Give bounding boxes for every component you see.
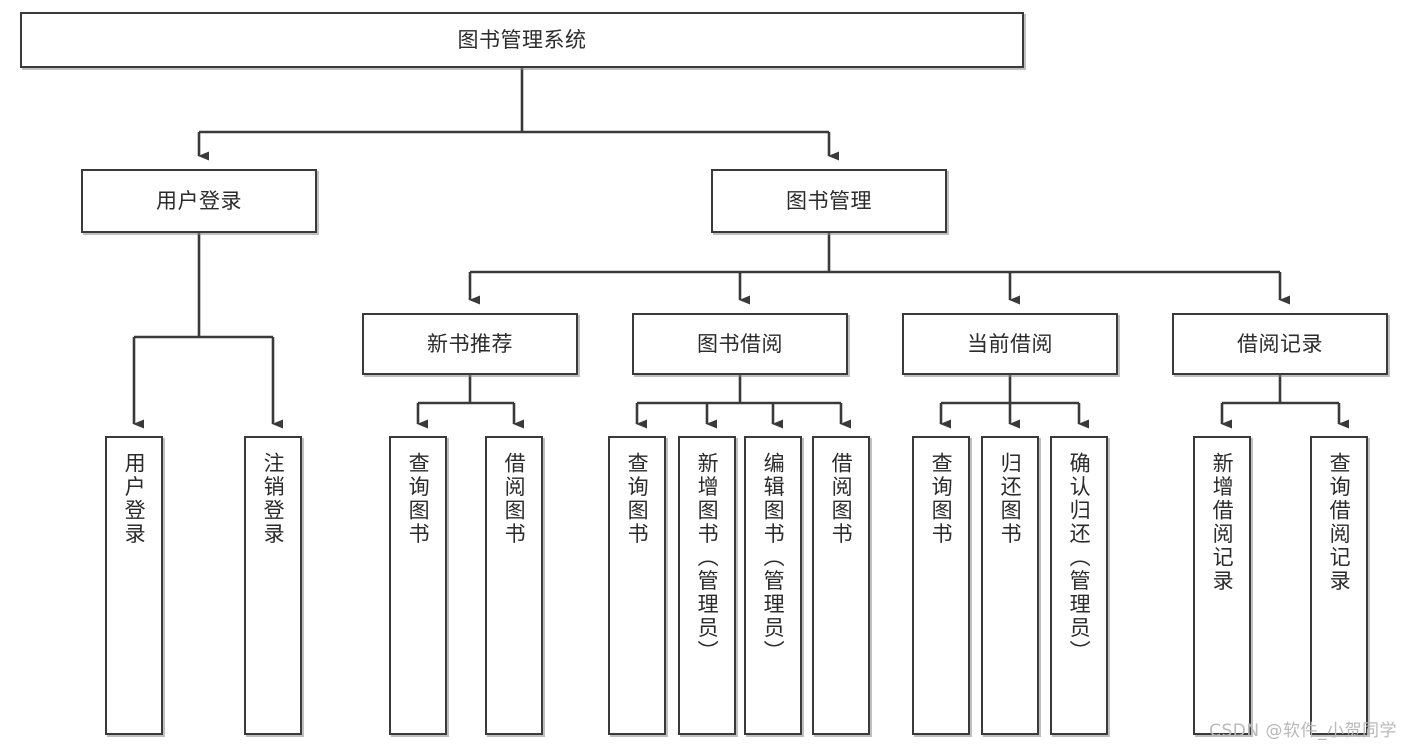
node-label: 借阅图书	[829, 452, 854, 546]
node-label: 用户登录	[122, 452, 147, 546]
node-leaf-add-book-admin[interactable]: 新增图书（管理员）	[678, 436, 736, 735]
node-label: 注销登录	[261, 452, 286, 546]
node-label: 当前借阅	[967, 331, 1053, 356]
node-leaf-borrow-book-recommend[interactable]: 借阅图书	[485, 436, 543, 735]
node-leaf-query-book-recommend[interactable]: 查询图书	[389, 436, 447, 735]
node-leaf-user-login[interactable]: 用户登录	[105, 436, 163, 735]
node-book-borrow[interactable]: 图书借阅	[632, 313, 848, 375]
node-label: 编辑图书（管理员）	[761, 452, 786, 664]
node-leaf-query-borrow-record[interactable]: 查询借阅记录	[1310, 436, 1368, 735]
node-leaf-confirm-return-admin[interactable]: 确认归还（管理员）	[1050, 436, 1108, 735]
node-leaf-edit-book-admin[interactable]: 编辑图书（管理员）	[744, 436, 802, 735]
node-leaf-return-book[interactable]: 归还图书	[981, 436, 1039, 735]
node-book-management[interactable]: 图书管理	[711, 169, 947, 233]
node-borrow-record[interactable]: 借阅记录	[1172, 313, 1388, 375]
node-root-book-management-system[interactable]: 图书管理系统	[20, 12, 1024, 68]
node-label: 查询图书	[625, 452, 650, 546]
node-label: 新书推荐	[427, 331, 513, 356]
node-current-borrow[interactable]: 当前借阅	[902, 313, 1118, 375]
node-label: 用户登录	[156, 188, 242, 213]
node-leaf-query-book-borrow[interactable]: 查询图书	[608, 436, 666, 735]
node-label: 借阅图书	[502, 452, 527, 546]
node-label: 新增图书（管理员）	[695, 452, 720, 664]
node-leaf-query-book-current[interactable]: 查询图书	[912, 436, 970, 735]
node-leaf-borrow-book[interactable]: 借阅图书	[812, 436, 870, 735]
node-label: 图书管理	[786, 188, 872, 213]
node-label: 查询借阅记录	[1327, 452, 1352, 593]
node-user-login[interactable]: 用户登录	[81, 169, 317, 233]
node-new-book-recommend[interactable]: 新书推荐	[362, 313, 578, 375]
node-label: 图书借阅	[697, 331, 783, 356]
node-label: 归还图书	[998, 452, 1023, 546]
node-label: 借阅记录	[1237, 331, 1323, 356]
node-label: 图书管理系统	[457, 27, 587, 52]
node-leaf-add-borrow-record[interactable]: 新增借阅记录	[1193, 436, 1251, 735]
node-label: 新增借阅记录	[1210, 452, 1235, 593]
node-label: 查询图书	[929, 452, 954, 546]
node-leaf-logout[interactable]: 注销登录	[244, 436, 302, 735]
node-label: 确认归还（管理员）	[1067, 452, 1092, 664]
node-label: 查询图书	[406, 452, 431, 546]
